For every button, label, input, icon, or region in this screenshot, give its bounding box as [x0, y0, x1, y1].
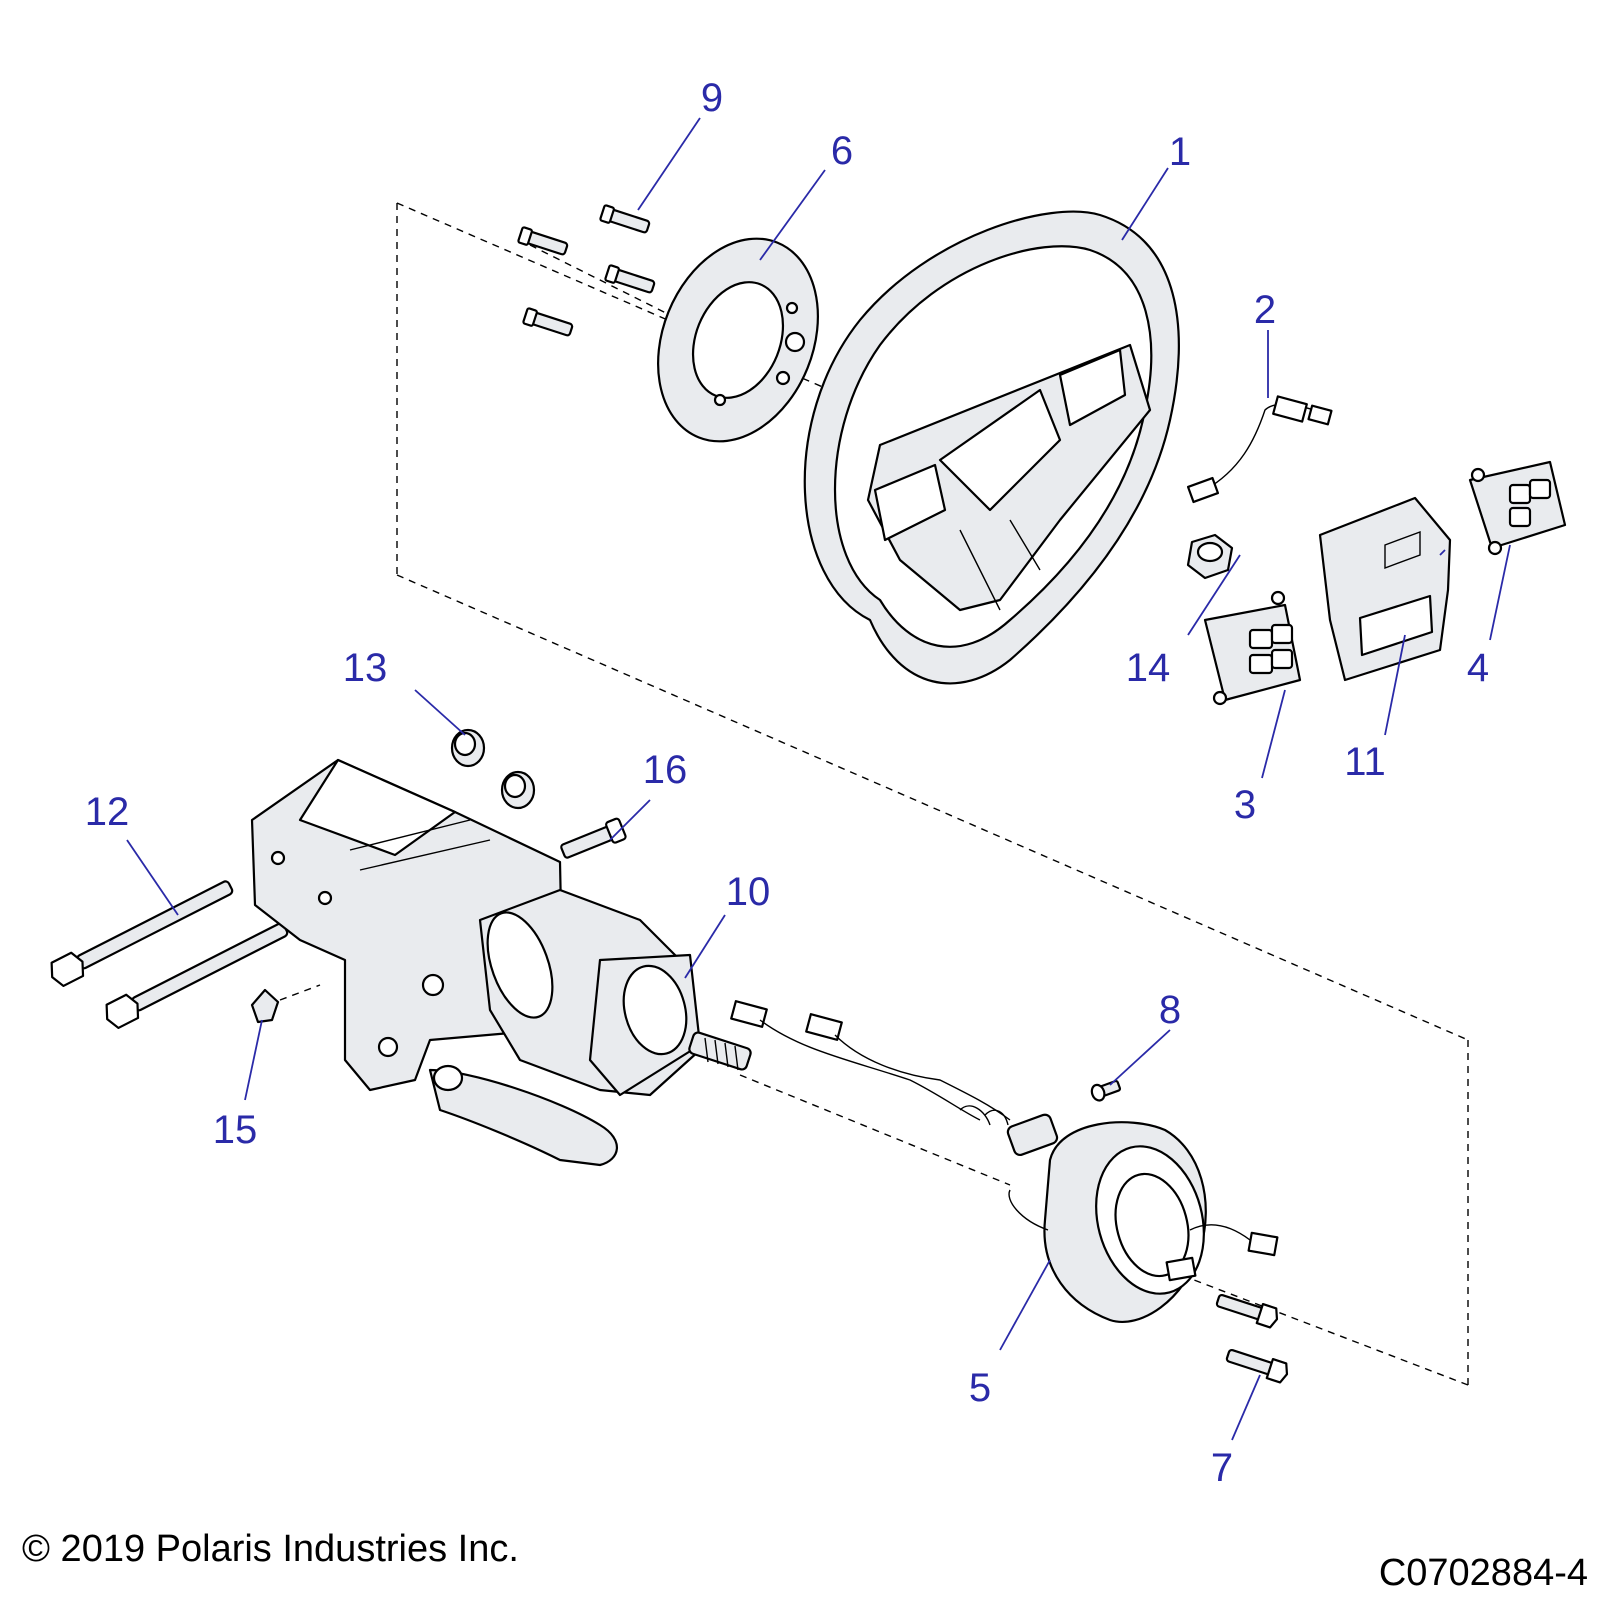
- column-harness-shape: [730, 1000, 1011, 1126]
- callout-15: 15: [212, 1108, 258, 1152]
- nut-shape: [1186, 533, 1234, 580]
- callout-6: 6: [830, 129, 854, 173]
- drawing-number: C0702884-4: [1378, 1552, 1588, 1594]
- callout-16: 16: [642, 748, 688, 792]
- steering-wheel-shape: [803, 210, 1180, 685]
- leader-lines: [126, 117, 1511, 1441]
- steering-column-shape: [250, 758, 752, 1167]
- hub-plate-shape: [657, 237, 819, 443]
- left-switch-shape: [1203, 590, 1302, 706]
- callout-14: 14: [1125, 646, 1171, 690]
- wire-harness-shape: [1186, 395, 1333, 504]
- copyright-text: © 2019 Polaris Industries Inc.: [22, 1528, 519, 1570]
- callout-5: 5: [968, 1366, 992, 1410]
- grommets-shape: [450, 728, 536, 810]
- bushing-shape: [250, 984, 321, 1024]
- hub-housing-shape: [1006, 1113, 1279, 1323]
- right-switch-shape: [1468, 460, 1567, 556]
- plate-screws: [517, 204, 656, 337]
- long-bolts-shape: [50, 880, 289, 1030]
- screw-shape: [1090, 1079, 1122, 1102]
- housing-bolts-shape: [1215, 1293, 1289, 1384]
- callout-2: 2: [1253, 288, 1277, 332]
- callout-7: 7: [1210, 1446, 1234, 1490]
- callout-13: 13: [342, 646, 388, 690]
- callout-1: 1: [1168, 130, 1192, 174]
- callout-4: 4: [1466, 646, 1490, 690]
- callout-12: 12: [84, 790, 130, 834]
- callout-8: 8: [1158, 988, 1182, 1032]
- column-bolt-shape: [560, 817, 627, 859]
- callout-10: 10: [725, 870, 771, 914]
- callout-9: 9: [700, 76, 724, 120]
- callout-3: 3: [1233, 783, 1257, 827]
- center-cover-shape: [1318, 496, 1452, 682]
- callout-11: 11: [1344, 740, 1386, 784]
